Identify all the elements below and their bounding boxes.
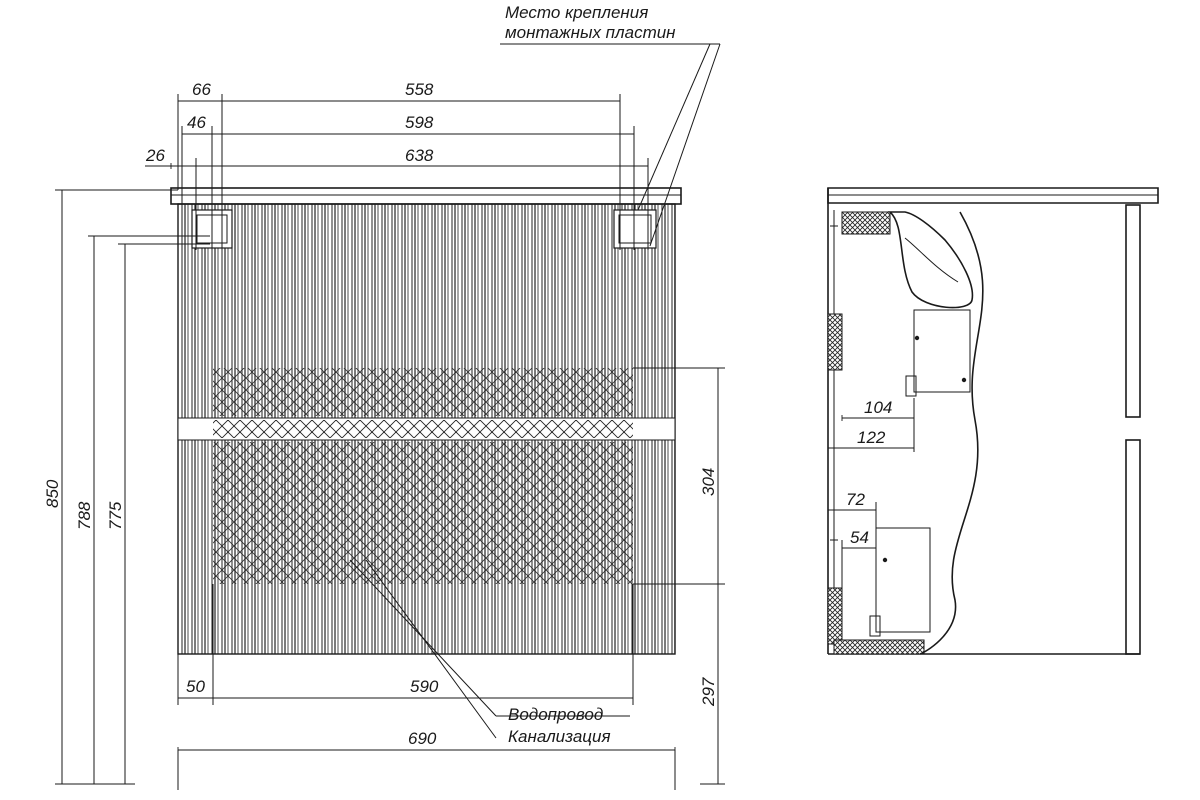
handle-hatch bbox=[213, 420, 633, 438]
dim-850: 850 bbox=[43, 479, 62, 508]
plumbing-zone-lower bbox=[213, 442, 633, 584]
dim-598: 598 bbox=[405, 113, 434, 132]
dim-297: 297 bbox=[699, 677, 718, 707]
dim-638: 638 bbox=[405, 146, 434, 165]
mounting-label-line2: монтажных пластин bbox=[505, 23, 676, 42]
side-mount-block-mid bbox=[827, 313, 843, 371]
side-upper-drawer-front bbox=[1125, 204, 1141, 418]
plumbing-zone-upper bbox=[213, 368, 633, 416]
side-mount-block-top bbox=[841, 211, 891, 235]
dim-26: 26 bbox=[145, 146, 165, 165]
mounting-label-line1: Место крепления bbox=[505, 3, 648, 22]
side-lower-drawer-front bbox=[1125, 439, 1141, 655]
side-basin bbox=[887, 211, 974, 309]
side-dim-122: 122 bbox=[857, 428, 886, 447]
countertop bbox=[170, 187, 682, 205]
dim-690: 690 bbox=[408, 729, 437, 748]
dim-66: 66 bbox=[192, 80, 211, 99]
dim-558: 558 bbox=[405, 80, 434, 99]
dim-788: 788 bbox=[75, 501, 94, 530]
side-bottom-hatch bbox=[833, 639, 925, 655]
side-dim-104: 104 bbox=[864, 398, 892, 417]
side-mount-block-low bbox=[827, 587, 843, 645]
sewerage-label: Канализация bbox=[508, 727, 611, 746]
dim-775: 775 bbox=[106, 501, 125, 530]
dim-304: 304 bbox=[699, 468, 718, 496]
front-view: 66 558 46 598 26 638 850 788 775 304 297… bbox=[43, 3, 725, 790]
side-view: 104 122 72 54 bbox=[827, 187, 1159, 655]
side-dim-72: 72 bbox=[846, 490, 865, 509]
water-supply-label: Водопровод bbox=[508, 705, 603, 724]
dim-50: 50 bbox=[186, 677, 205, 696]
dim-46: 46 bbox=[187, 113, 206, 132]
dim-590: 590 bbox=[410, 677, 439, 696]
side-dim-54: 54 bbox=[850, 528, 869, 547]
